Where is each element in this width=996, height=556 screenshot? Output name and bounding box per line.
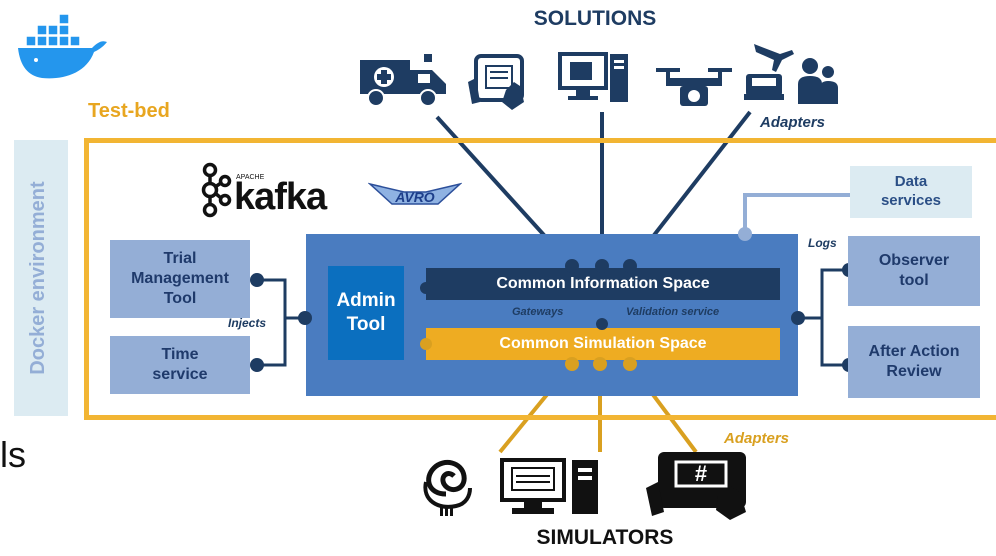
testbed-label: Test-bed: [88, 100, 170, 122]
testbed-frame: [84, 138, 996, 420]
data-services-label: Data services: [880, 173, 942, 209]
data-services-box[interactable]: Data services: [850, 166, 972, 218]
trial-management-tool-box[interactable]: Trial Management Tool: [110, 240, 250, 318]
connector-dot: [623, 259, 637, 273]
tablet-touch-icon: [468, 54, 524, 110]
simulation-computer-icon: [500, 458, 598, 514]
ambulance-icon: [360, 54, 446, 107]
simulators-title: SIMULATORS: [536, 525, 674, 549]
output-bracket: [798, 268, 848, 367]
kafka-apache-text: APACHE: [236, 174, 265, 181]
avro-logo-icon: AVRO: [368, 182, 462, 205]
connector-dot: [420, 282, 432, 294]
logs-label: Logs: [808, 236, 837, 250]
svg-text:#: #: [695, 461, 707, 486]
swirl-logo-icon: [423, 459, 472, 516]
gateways-label: Gateways: [512, 306, 564, 318]
kafka-label: kafka: [234, 176, 327, 218]
connector-dot: [596, 318, 608, 330]
common-information-space-label: Common Information Space: [496, 275, 710, 292]
docker-whale-icon: [18, 13, 107, 79]
after-action-review-box[interactable]: After Action Review: [848, 326, 980, 398]
docker-environment-label: Docker environment: [27, 181, 49, 375]
connector-dot: [420, 338, 432, 350]
connector-dot: [738, 227, 752, 241]
trial-management-tool-label: Trial Management Tool: [131, 250, 229, 307]
time-service-box[interactable]: Time service: [110, 336, 250, 394]
admin-tool-box[interactable]: Admin Tool: [328, 266, 404, 360]
people-icon: [798, 58, 838, 104]
connector-dot: [623, 357, 637, 371]
observer-tool-box[interactable]: Observer tool: [848, 236, 980, 306]
data-services-connector: [743, 193, 850, 234]
observer-tool-label: Observer tool: [878, 252, 950, 289]
connector-dot: [565, 259, 579, 273]
desktop-computer-icon: [558, 52, 628, 102]
tablet-hash-icon: #: [646, 452, 746, 520]
injects-label: Injects: [228, 316, 267, 330]
drone-icon: [656, 68, 732, 106]
svg-text:AVRO: AVRO: [394, 189, 435, 205]
adapters-top-label: Adapters: [760, 114, 826, 131]
kafka-logo-icon: [201, 162, 232, 218]
solutions-title: SOLUTIONS: [533, 6, 657, 30]
docker-environment-band: [14, 140, 68, 416]
common-information-space-bar[interactable]: Common Information Space: [426, 268, 780, 300]
connector-dot: [298, 311, 312, 325]
connector-dot: [250, 273, 264, 287]
time-service-label: Time service: [152, 346, 208, 383]
connector-dot: [250, 358, 264, 372]
connector-dot: [565, 357, 579, 371]
connector-dot: [791, 311, 805, 325]
validation-service-label: Validation service: [626, 306, 720, 318]
common-simulation-space-label: Common Simulation Space: [499, 335, 707, 352]
connector-dot: [595, 259, 609, 273]
airplane-truck-icon: [744, 44, 794, 100]
admin-tool-label: Admin Tool: [336, 290, 396, 335]
adapters-bottom-label: Adapters: [724, 430, 790, 447]
after-action-review-label: After Action Review: [868, 343, 960, 380]
edge-text-fragment: ls: [0, 434, 26, 475]
connector-dot: [593, 357, 607, 371]
common-simulation-space-bar[interactable]: Common Simulation Space: [426, 328, 780, 360]
